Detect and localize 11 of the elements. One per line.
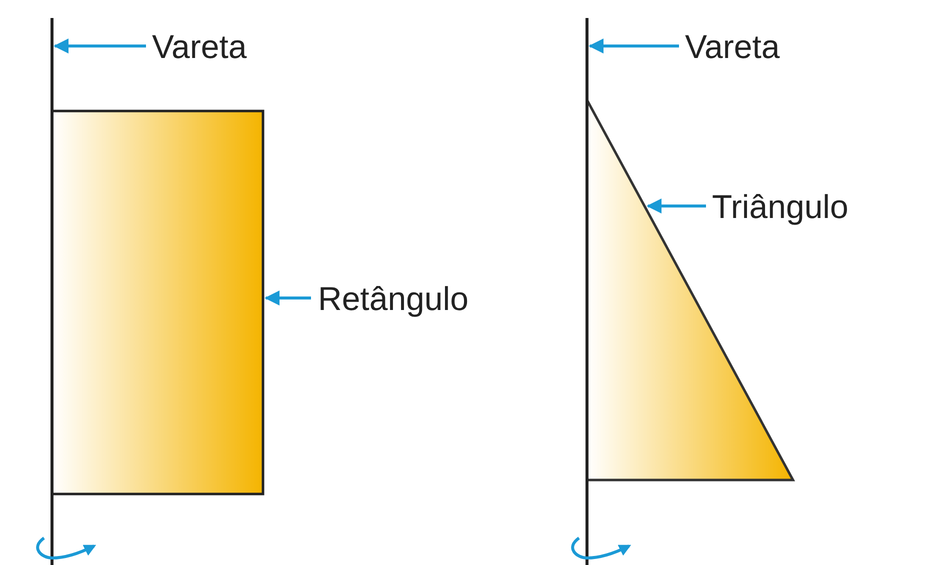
rod bbox=[50, 18, 54, 565]
part-label: Vareta bbox=[685, 30, 780, 63]
rod bbox=[586, 18, 588, 565]
part-label: Triângulo bbox=[712, 190, 848, 223]
part-label: Retângulo bbox=[318, 282, 468, 315]
leader-line bbox=[646, 198, 706, 214]
rectangle-shape bbox=[50, 110, 264, 496]
leader-line bbox=[264, 290, 311, 306]
part-label: Vareta bbox=[152, 30, 247, 63]
leader-line bbox=[588, 38, 679, 54]
leader-line bbox=[54, 38, 146, 54]
